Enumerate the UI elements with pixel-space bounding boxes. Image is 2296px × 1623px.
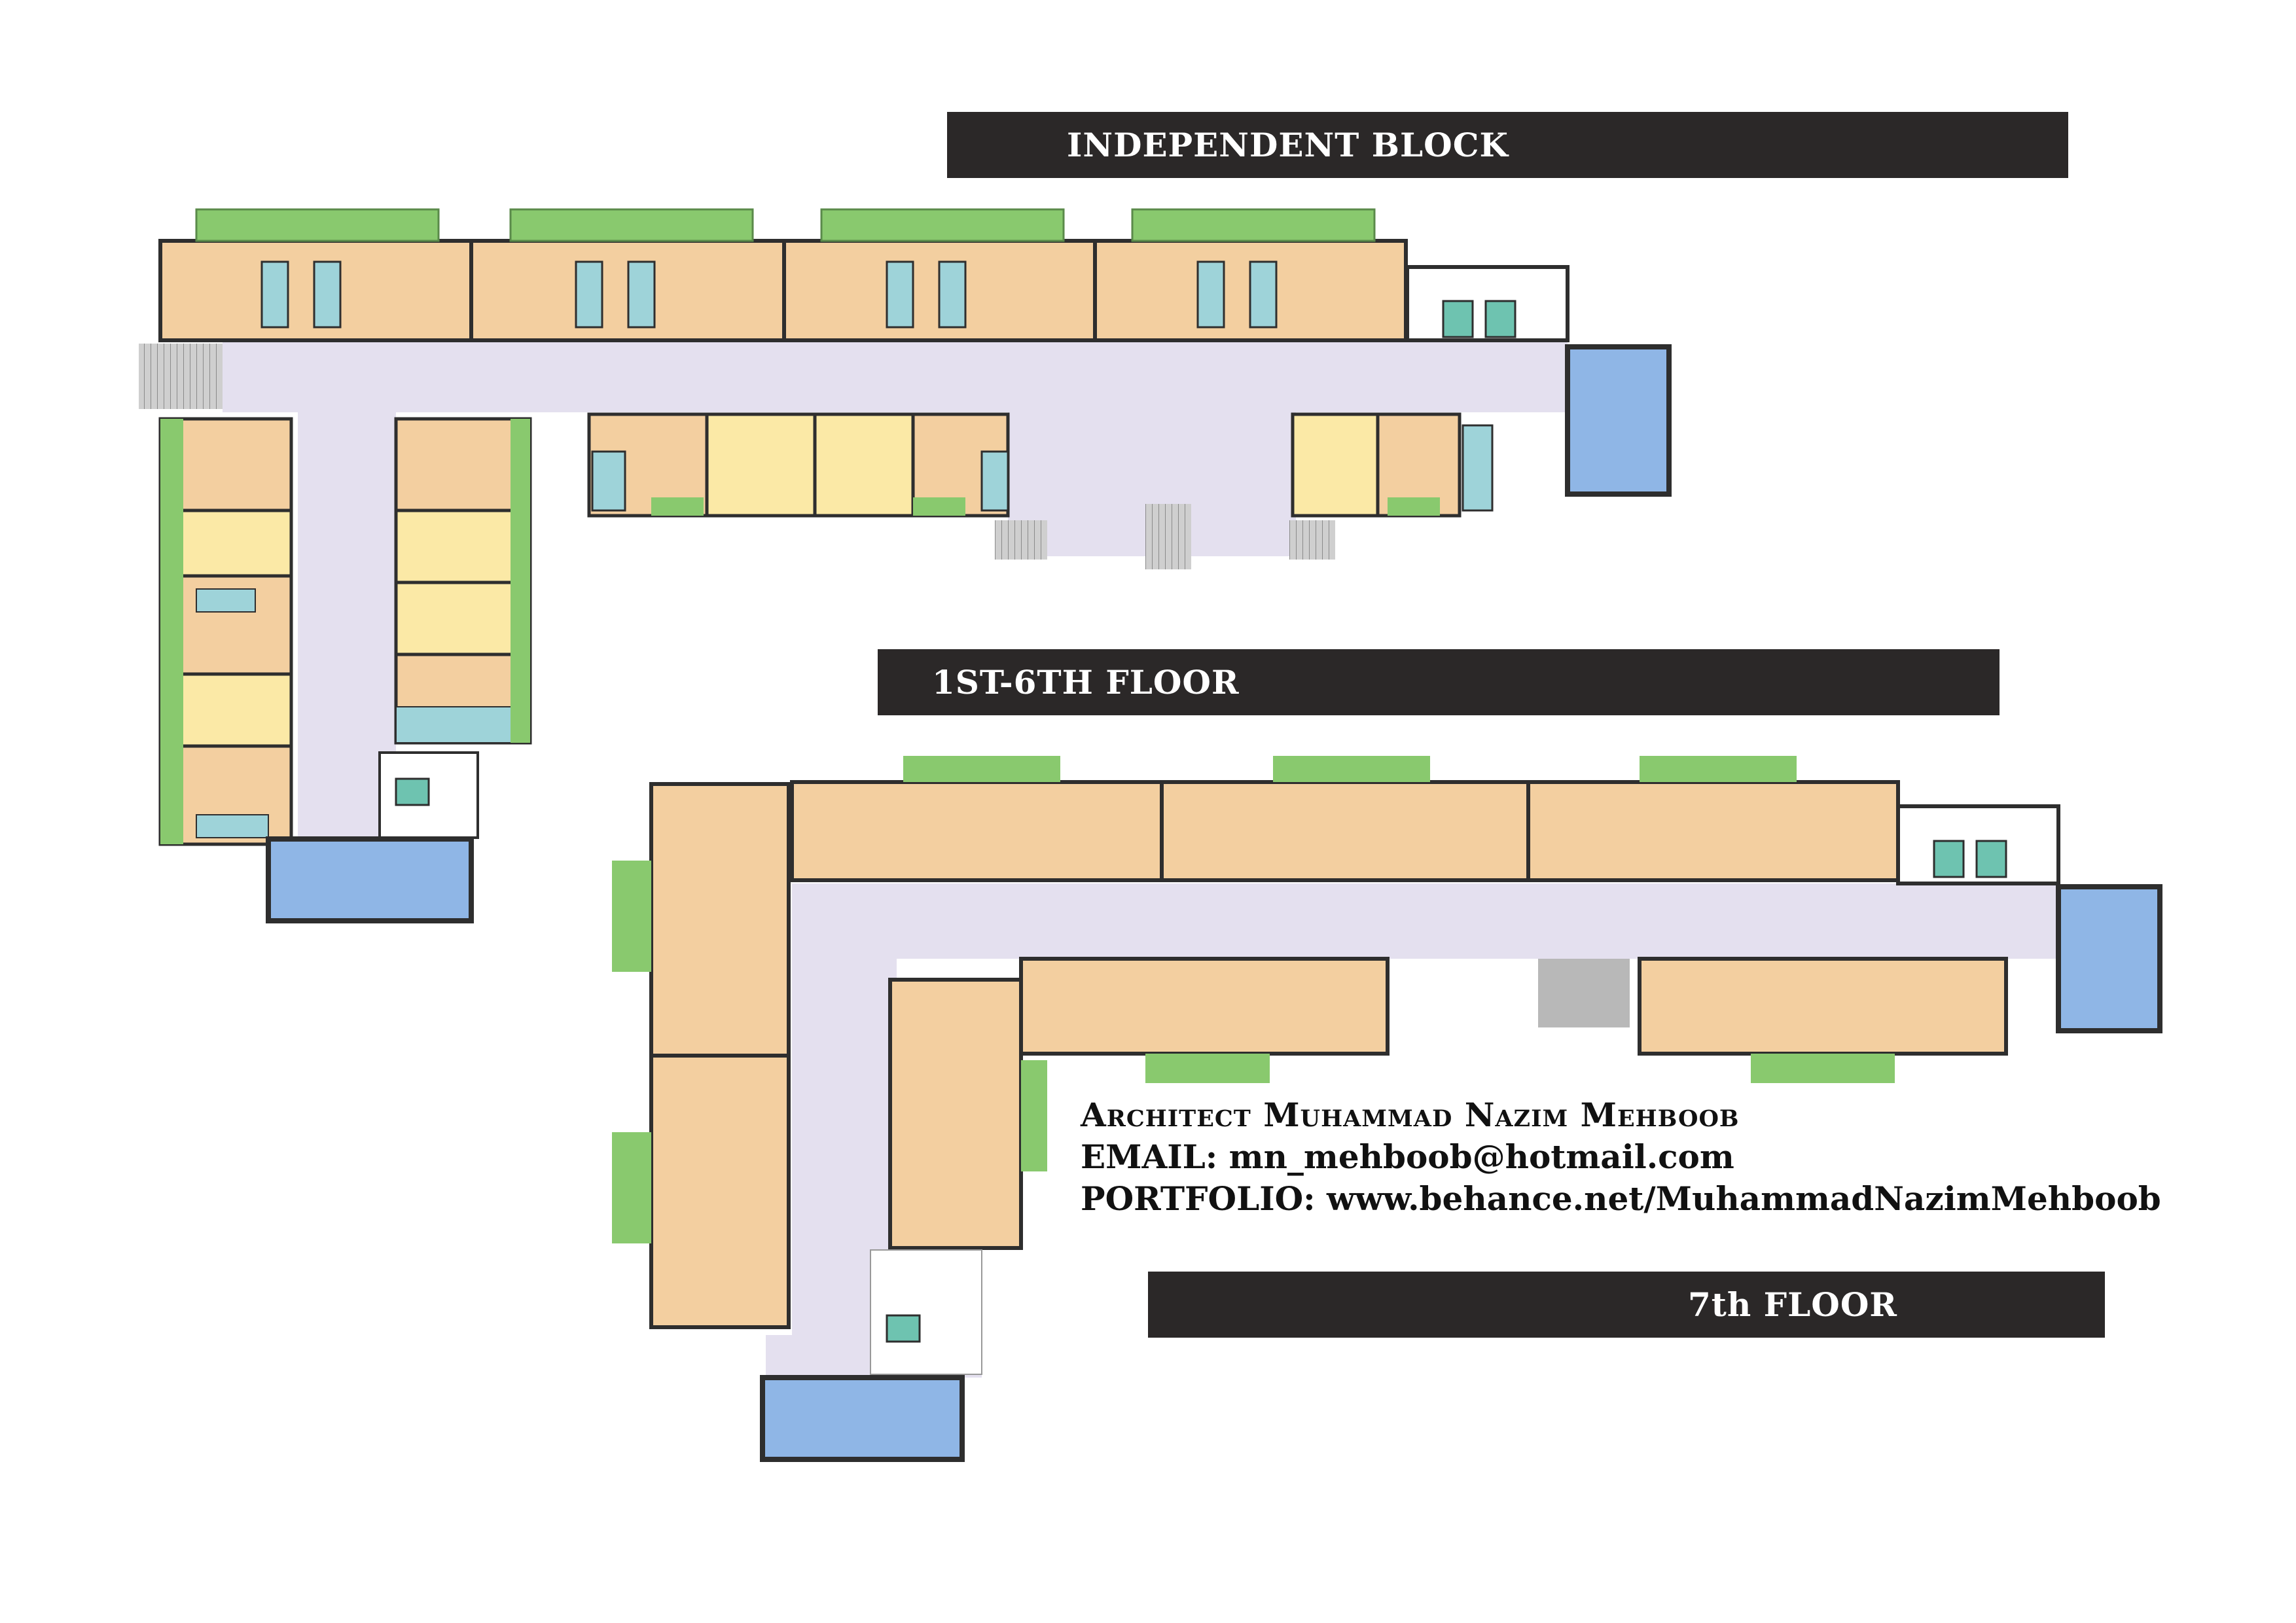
lower-inner-room xyxy=(888,978,1023,1250)
lower-top-rooms xyxy=(790,756,1900,882)
banner-independent-block: INDEPENDENT BLOCK xyxy=(947,112,2068,178)
upper-east-pool xyxy=(1565,344,1672,497)
north-apartments xyxy=(158,208,1408,342)
lower-plan xyxy=(612,756,2162,1462)
lower-east-pool xyxy=(2056,884,2162,1033)
upper-south-pool xyxy=(266,836,474,923)
upper-plan xyxy=(139,208,1672,923)
architect-name: Architect Muhammad Nazim Mehboob xyxy=(1081,1096,1740,1134)
west-apartments-left xyxy=(158,417,293,846)
banner-independent-label: INDEPENDENT BLOCK xyxy=(1067,126,1509,164)
lower-south-pool xyxy=(760,1375,965,1462)
west-apartments-right xyxy=(394,417,532,745)
lower-bottom-rooms xyxy=(1019,957,2008,1083)
south-apartments xyxy=(587,412,1494,518)
banner-floor-7: 7th FLOOR xyxy=(1148,1272,2105,1338)
architect-email: EMAIL: mn_mehboob@hotmail.com xyxy=(1081,1137,1734,1176)
banner-floor-7-label: 7th FLOOR xyxy=(1688,1285,1897,1324)
upper-main-corridor xyxy=(223,340,1568,412)
banner-floor-1-6: 1ST-6TH FLOOR xyxy=(878,649,2000,715)
lower-main-corridor xyxy=(792,883,2058,959)
banner-floor-1-6-label: 1ST-6TH FLOOR xyxy=(932,663,1240,702)
architect-portfolio: PORTFOLIO: www.behance.net/MuhammadNazim… xyxy=(1081,1179,2161,1218)
lower-west-rooms xyxy=(612,782,791,1329)
architect-credits: Architect Muhammad Nazim Mehboob EMAIL: … xyxy=(1081,1094,2161,1220)
